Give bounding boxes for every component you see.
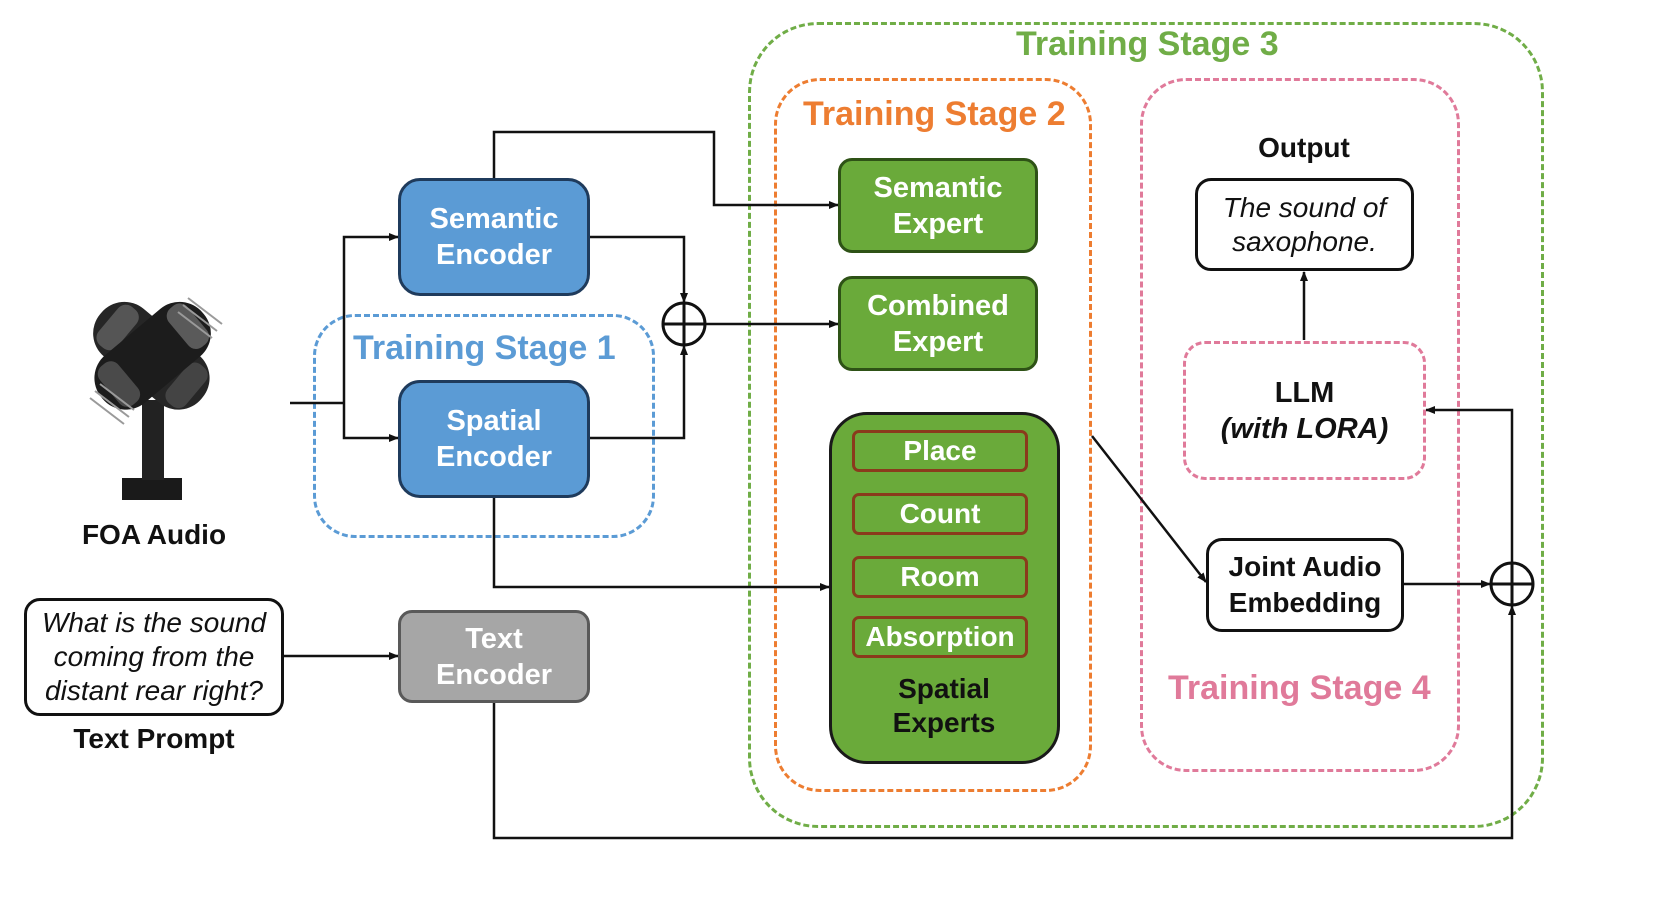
- wire-semantic-to-semantic-expert: [492, 130, 839, 209]
- combined-expert-box: Combined Expert: [838, 276, 1038, 371]
- combined-expert-label-line2: Expert: [892, 325, 984, 358]
- semantic-encoder-label-line1: Semantic: [429, 203, 559, 235]
- semantic-expert-label-line2: Expert: [892, 207, 984, 240]
- training-stage-2-region: [774, 78, 1092, 792]
- spatial-encoder-label-line1: Spatial: [446, 405, 542, 437]
- text-encoder-label-line2: Encoder: [435, 658, 553, 691]
- spatial-experts-label-line1: Spatial: [898, 673, 990, 704]
- wire-text-encoder-to-sum: [492, 605, 1516, 840]
- spatial-encoder-label-line2: Encoder: [435, 441, 553, 473]
- training-stage-1-label: Training Stage 1: [353, 329, 616, 367]
- training-stage-4-region: [1140, 78, 1460, 772]
- text-encoder-box: Text Encoder: [398, 610, 590, 703]
- combined-expert-label-line1: Combined: [867, 289, 1009, 322]
- spatial-experts-label: Spatial Experts: [854, 672, 1034, 740]
- training-stage-2-label: Training Stage 2: [803, 95, 1066, 133]
- training-stage-1-region: [313, 314, 655, 538]
- text-prompt-label: Text Prompt: [73, 723, 235, 754]
- joint-embedding-label-line2: Embedding: [1228, 587, 1382, 618]
- output-text-line2: saxophone.: [1232, 225, 1377, 257]
- semantic-expert-box: Semantic Expert: [838, 158, 1038, 253]
- spatial-encoder-box: Spatial Encoder: [398, 380, 590, 498]
- text-prompt-line2: coming from the: [53, 641, 255, 672]
- foa-audio-label: FOA Audio: [81, 519, 227, 550]
- semantic-expert-label-line1: Semantic: [873, 171, 1003, 204]
- place-expert-box: Place: [852, 430, 1028, 472]
- wire-to-semantic-encoder: [342, 233, 399, 403]
- wire-spatial-to-spatial-experts: [492, 498, 830, 591]
- llm-lora-label: (with LORA): [1220, 412, 1389, 445]
- ambisonic-microphone-icon: [89, 297, 223, 500]
- llm-box: LLM (with LORA): [1183, 341, 1426, 480]
- joint-embedding-label-line1: Joint Audio: [1228, 551, 1382, 582]
- output-text-line1: The sound of: [1222, 191, 1387, 223]
- training-stage-3-label: Training Stage 3: [1016, 25, 1279, 63]
- spatial-experts-label-line2: Experts: [892, 707, 996, 738]
- output-box: The sound of saxophone.: [1195, 178, 1414, 271]
- wire-to-spatial-encoder: [342, 403, 399, 442]
- wire-sum-to-llm: [1425, 406, 1514, 562]
- wire-spatial-to-sum: [590, 345, 688, 440]
- count-expert-box: Count: [852, 493, 1028, 535]
- absorption-expert-box: Absorption: [852, 616, 1028, 658]
- text-encoder-label-line1: Text: [465, 622, 523, 655]
- text-prompt-line3: distant rear right?: [45, 675, 263, 706]
- circle-plus-icon: [661, 301, 707, 347]
- wire-semantic-to-sum: [590, 235, 688, 303]
- joint-audio-embedding-box: Joint Audio Embedding: [1206, 538, 1404, 632]
- output-label: Output: [1258, 132, 1350, 163]
- room-expert-box: Room: [852, 556, 1028, 598]
- wire-experts-to-joint-embedding: [1091, 435, 1207, 583]
- text-prompt-box: What is the sound coming from the distan…: [24, 598, 284, 716]
- llm-label: LLM: [1274, 376, 1335, 409]
- semantic-encoder-label-line2: Encoder: [435, 239, 553, 271]
- semantic-encoder-box: Semantic Encoder: [398, 178, 590, 296]
- circle-plus-icon: [1489, 561, 1535, 607]
- text-prompt-line1: What is the sound: [41, 607, 267, 638]
- training-stage-3-region: [748, 22, 1544, 828]
- training-stage-4-label: Training Stage 4: [1168, 669, 1431, 707]
